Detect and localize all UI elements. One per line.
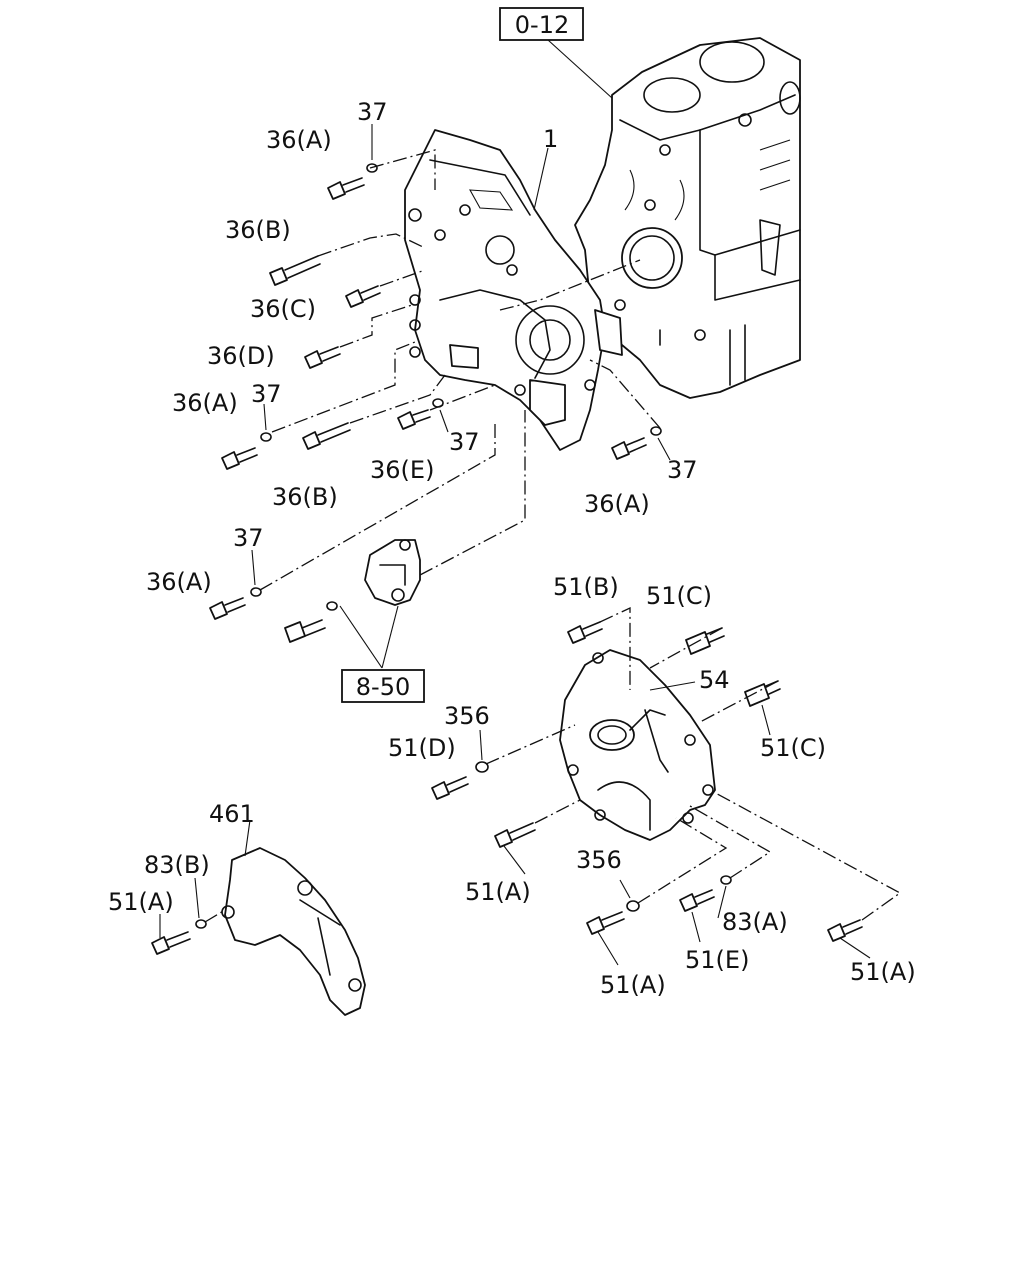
- label-part-36b: 36(B): [272, 483, 338, 511]
- label-part-37: 37: [667, 456, 698, 484]
- bolt-51b: [567, 621, 603, 644]
- bolt-51a-bottom: [586, 911, 625, 935]
- label-part-36a: 36(A): [266, 126, 332, 154]
- washer-37-mid: [260, 432, 272, 442]
- label-part-37: 37: [449, 428, 480, 456]
- label-part-37: 37: [357, 98, 388, 126]
- label-part-51a: 51(A): [465, 878, 531, 906]
- stud-51c-right: [744, 680, 781, 707]
- bolt-36d: [304, 346, 341, 369]
- center-lines: [204, 149, 902, 923]
- label-part-83b: 83(B): [144, 851, 210, 879]
- label-part-51a: 51(A): [850, 958, 916, 986]
- bolt-36b-top: [269, 255, 321, 286]
- label-part-1: 1: [543, 125, 558, 153]
- bolt-51a-left: [151, 931, 191, 955]
- bolt-51e: [679, 889, 715, 912]
- bolt-36a-lower: [209, 597, 246, 620]
- label-part-356: 356: [444, 702, 490, 730]
- bolt-36c: [345, 285, 381, 308]
- label-part-36b: 36(B): [225, 216, 291, 244]
- bolt-36b-bottom: [302, 422, 351, 450]
- bolt-36e: [397, 409, 431, 430]
- label-part-51e: 51(E): [685, 946, 749, 974]
- bolt-51d: [431, 776, 469, 800]
- callout-ref-8-50[interactable]: 8-50: [341, 669, 425, 703]
- label-part-51d: 51(D): [388, 734, 456, 762]
- part-labels: 1 37 36(A) 36(B) 36(C) 36(D) 36(A) 37 37…: [108, 98, 916, 999]
- stud-51c-top: [685, 627, 725, 655]
- washer-83a: [720, 875, 732, 885]
- label-part-36a: 36(A): [172, 389, 238, 417]
- label-part-461: 461: [209, 800, 255, 828]
- bolt-36a-top: [327, 177, 365, 200]
- washer-83b: [195, 919, 207, 929]
- engine-block: [574, 37, 801, 399]
- washer-356-top: [475, 761, 489, 773]
- label-part-51b: 51(B): [553, 573, 619, 601]
- label-part-356: 356: [576, 846, 622, 874]
- washer-37-lower: [250, 587, 262, 597]
- bolt-36a-mid: [221, 447, 258, 470]
- label-part-36d: 36(D): [207, 342, 275, 370]
- label-part-36a: 36(A): [584, 490, 650, 518]
- bracket-bolt: [284, 601, 338, 643]
- front-cover-part-54: [559, 649, 716, 841]
- washer-37-top: [366, 163, 378, 173]
- label-part-51a: 51(A): [600, 971, 666, 999]
- label-part-37: 37: [251, 380, 282, 408]
- leader-lines: [159, 39, 871, 966]
- washer-356-bottom: [626, 900, 640, 912]
- bolt-51a-far-right: [827, 919, 863, 942]
- callout-ref-0-12[interactable]: 0-12: [499, 7, 584, 41]
- washer-37-right: [650, 426, 662, 436]
- label-part-36e: 36(E): [370, 456, 434, 484]
- label-part-51c: 51(C): [646, 582, 712, 610]
- bolt-51a-center: [494, 822, 536, 848]
- label-part-54: 54: [699, 666, 730, 694]
- label-part-83a: 83(A): [722, 908, 788, 936]
- bolt-36a-right: [611, 437, 647, 460]
- small-bracket: [364, 539, 421, 606]
- label-part-51a: 51(A): [108, 888, 174, 916]
- label-part-36c: 36(C): [250, 295, 316, 323]
- svg-text:8-50: 8-50: [356, 673, 410, 701]
- svg-text:0-12: 0-12: [515, 11, 569, 39]
- cover-plate-part-461: [221, 847, 366, 1016]
- label-part-51c: 51(C): [760, 734, 826, 762]
- gear-case-part-1: [404, 129, 623, 451]
- label-part-37: 37: [233, 524, 264, 552]
- label-part-36a: 36(A): [146, 568, 212, 596]
